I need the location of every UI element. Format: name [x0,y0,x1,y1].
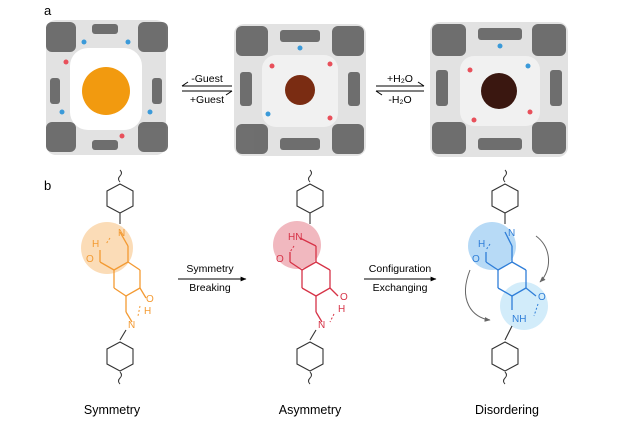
molecule-asymmetry: HN O O H N [273,169,348,385]
atom-o-bottom: O [146,294,154,305]
atom-hn-top: HN [288,232,302,243]
atom-n-top: N [118,228,125,239]
guest-sphere-orange [82,67,130,115]
framework-disordered [430,22,568,157]
caption-symmetry: Symmetry [84,403,141,417]
guest-sphere-dark [481,73,517,109]
atom-h-top-blue: H [478,239,485,250]
arrow-label-plus-water: +H₂O [387,73,413,85]
arrow-symmetry-breaking: Symmetry Breaking [178,263,247,294]
framework-asymmetric [234,24,366,156]
atom-o-top-red: O [276,254,284,265]
caption-asymmetry: Asymmetry [279,403,342,417]
panel-b-label: b [44,178,51,193]
molecule-disordering: N H O O NH [465,169,549,385]
arrow-label-minus-guest: -Guest [191,73,223,85]
atom-nh-bottom-blue: NH [512,314,526,325]
atom-n-top-blue: N [508,228,515,239]
atom-o-bottom-blue: O [538,292,546,303]
atom-n-bottom-red: N [318,320,325,331]
panel-a-label: a [44,3,52,18]
equilibrium-arrows-guest: -Guest +Guest [181,73,233,106]
guest-sphere-brown [285,75,315,105]
label-symmetry: Symmetry [186,263,234,275]
label-exchanging: Exchanging [373,282,428,294]
molecule-symmetry: N H O O H N [81,169,154,385]
caption-disordering: Disordering [475,403,539,417]
arrow-label-plus-guest: +Guest [190,94,224,106]
atom-o-bottom-red: O [340,292,348,303]
arrow-label-minus-water: -H₂O [388,94,411,106]
framework-symmetric [46,20,168,155]
label-configuration: Configuration [369,263,432,275]
atom-h-bottom: H [144,306,151,317]
atom-o-top-blue: O [472,254,480,265]
arrow-configuration-exchanging: Configuration Exchanging [364,263,437,294]
equilibrium-arrows-water: +H₂O -H₂O [375,73,425,106]
atom-h-top: H [92,239,99,250]
atom-o-top: O [86,254,94,265]
label-breaking: Breaking [189,282,231,294]
atom-h-bottom-red: H [338,304,345,315]
atom-n-bottom: N [128,320,135,331]
